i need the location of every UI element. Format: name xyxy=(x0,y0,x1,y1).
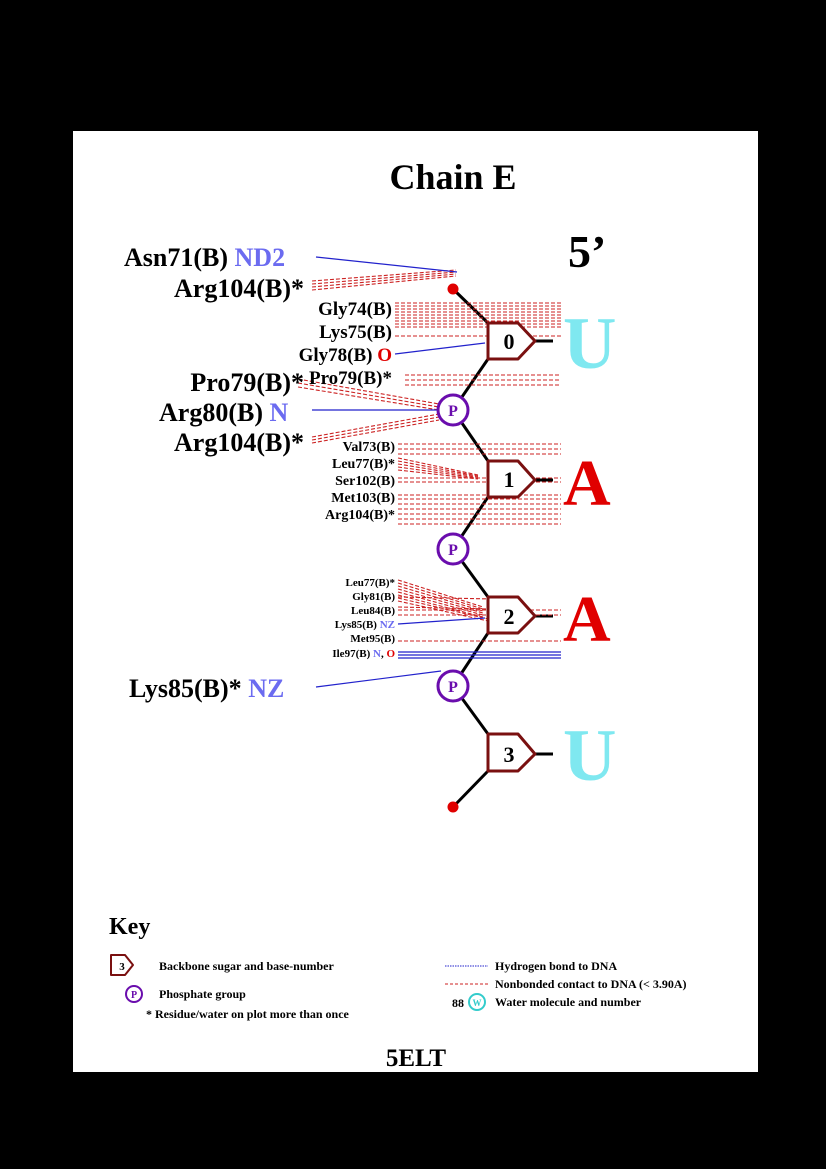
residue-label: Lys85(B) NZ xyxy=(335,619,395,631)
key-heading: Key xyxy=(109,914,150,940)
residue-label: Pro79(B)* xyxy=(309,368,392,389)
terminal-dot xyxy=(447,801,459,813)
sugar-number: 0 xyxy=(504,329,515,354)
residue-label: Arg104(B)* xyxy=(174,274,304,303)
sugar-number: 1 xyxy=(504,467,515,492)
nonbonded-contacts xyxy=(297,269,561,642)
base-letter: U xyxy=(563,303,616,385)
base-letter: A xyxy=(563,583,611,656)
key-sugar-icon xyxy=(110,954,134,976)
tiny-residue-labels: Leu77(B)* Gly81(B) Leu84(B) Lys85(B) NZ … xyxy=(332,577,395,660)
medium-residue-labels: Gly74(B) Lys75(B) Gly78(B) O Pro79(B)* xyxy=(299,299,392,389)
residue-label: Leu84(B) xyxy=(351,605,395,617)
sugar-2: 2 xyxy=(486,595,537,635)
residue-label: Pro79(B)* xyxy=(190,368,304,397)
residue-label: Leu77(B)* xyxy=(332,457,395,472)
residue-label: Gly74(B) xyxy=(318,299,392,320)
residue-label: Arg80(B) N xyxy=(159,398,288,427)
key-water-symbol: W xyxy=(473,998,482,1008)
sugar-pentagon xyxy=(486,321,537,361)
phosphate-circle xyxy=(436,532,470,566)
plot-page: Chain E 5’ xyxy=(73,131,758,1072)
base-letter: U xyxy=(563,715,616,797)
phosphate-0: P xyxy=(436,393,470,427)
sugar-number: 3 xyxy=(504,742,515,767)
key-phosphate-symbol: P xyxy=(131,990,137,1001)
residue-label: Gly81(B) xyxy=(352,591,395,603)
residue-label: Met95(B) xyxy=(350,633,395,645)
phosphate-symbol: P xyxy=(448,679,458,696)
key-sugar-number: 3 xyxy=(119,961,125,973)
residue-label: Met103(B) xyxy=(331,491,395,506)
sugar-0: 0 xyxy=(486,321,537,361)
chain-title: Chain E xyxy=(389,157,516,197)
base-letter: A xyxy=(563,447,611,520)
key-hbond-label: Hydrogen bond to DNA xyxy=(495,959,617,973)
residue-label: Lys75(B) xyxy=(319,322,392,343)
sugar-pentagon xyxy=(486,459,537,499)
key-sugar-label: Backbone sugar and base-number xyxy=(159,959,334,973)
residue-label: Ser102(B) xyxy=(335,474,395,489)
hydrogen-bonds xyxy=(312,256,561,688)
residue-label: Arg104(B)* xyxy=(325,508,395,523)
residue-label: Ile97(B) N, O xyxy=(332,648,395,660)
key-water-number: 88 xyxy=(452,996,464,1010)
key-phosphate-icon xyxy=(125,985,143,1003)
nucplot-diagram: Chain E 5’ xyxy=(109,157,687,1072)
residue-label: Leu77(B)* xyxy=(346,577,396,589)
key-asterisk-label: * Residue/water on plot more than once xyxy=(146,1007,350,1021)
five-prime-label: 5’ xyxy=(568,226,606,277)
residue-label: Asn71(B) ND2 xyxy=(124,243,285,272)
key-water-icon xyxy=(468,993,486,1011)
key-phosphate-label: Phosphate group xyxy=(159,987,246,1001)
key: Key 3 Backbone sugar and base-number P P… xyxy=(109,914,687,1021)
residue-label: Gly78(B) O xyxy=(299,345,392,366)
key-water-label: Water molecule and number xyxy=(495,995,642,1009)
residue-label: Val73(B) xyxy=(343,440,396,455)
phosphate-1: P xyxy=(436,532,470,566)
phosphate-circle xyxy=(436,669,470,703)
terminal-dot xyxy=(447,283,459,295)
sugar-pentagon xyxy=(486,732,537,773)
large-residue-labels: Asn71(B) ND2 Arg104(B)* Pro79(B)* Arg80(… xyxy=(124,243,304,703)
sugar-1: 1 xyxy=(486,459,537,499)
phosphate-circle xyxy=(436,393,470,427)
phosphate-symbol: P xyxy=(448,542,458,559)
key-nonbond-label: Nonbonded contact to DNA (< 3.90A) xyxy=(495,977,687,991)
phosphate-2: P xyxy=(436,669,470,703)
sugar-pentagon xyxy=(486,595,537,635)
sugar-number: 2 xyxy=(504,604,515,629)
pdb-code: 5ELT xyxy=(386,1045,447,1072)
residue-label: Lys85(B)* NZ xyxy=(129,674,284,703)
sugar-3: 3 xyxy=(486,732,537,773)
small-residue-labels: Val73(B) Leu77(B)* Ser102(B) Met103(B) A… xyxy=(325,440,395,523)
phosphate-symbol: P xyxy=(448,403,458,420)
residue-label: Arg104(B)* xyxy=(174,428,304,457)
